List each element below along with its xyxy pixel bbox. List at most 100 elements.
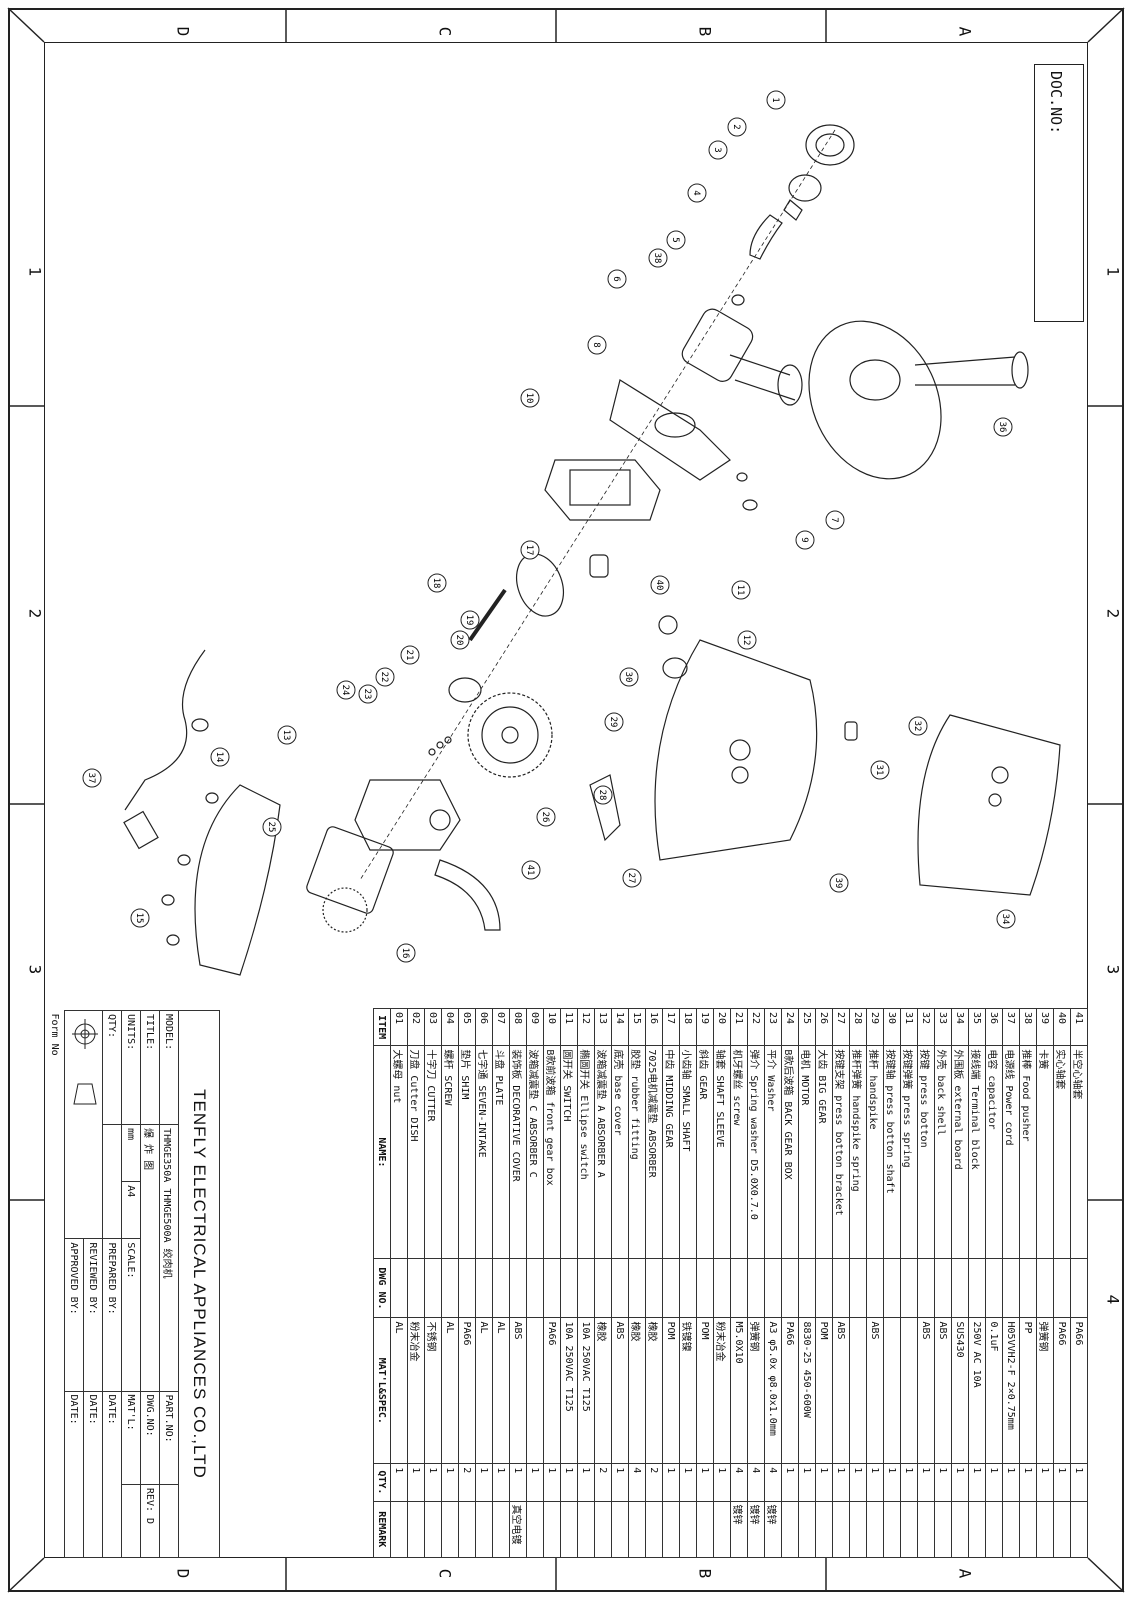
part-plate bbox=[808, 320, 942, 480]
part-big-gear bbox=[467, 692, 553, 778]
bom-dwg bbox=[1019, 1258, 1037, 1318]
bom-dwg bbox=[645, 1258, 663, 1318]
callout-28: 28 bbox=[593, 785, 613, 805]
bom-item: 32 bbox=[917, 1008, 935, 1046]
bom-material: 橡胶 bbox=[628, 1317, 646, 1464]
bom-remark bbox=[900, 1501, 918, 1558]
bom-item: 16 bbox=[645, 1008, 663, 1046]
bom-name: 大齿 BIG GEAR bbox=[815, 1045, 833, 1259]
bom-dwg bbox=[526, 1258, 544, 1318]
bom-dwg bbox=[917, 1258, 935, 1318]
bom-name: 刀盘 Cutter DISH bbox=[407, 1045, 425, 1259]
bom-name: 按键 press botton bbox=[917, 1045, 935, 1259]
callout-39: 39 bbox=[829, 873, 849, 893]
bom-material: ABS bbox=[832, 1317, 850, 1464]
callout-4: 4 bbox=[687, 183, 707, 203]
bom-dwg bbox=[611, 1258, 629, 1318]
bom-name: 推杆弹簧 handspike spring bbox=[849, 1045, 867, 1259]
bom-dwg bbox=[441, 1258, 459, 1318]
bom-dwg bbox=[560, 1258, 578, 1318]
callout-9: 9 bbox=[795, 530, 815, 550]
part-ellipse-switch bbox=[662, 657, 688, 679]
bom-qty: 4 bbox=[730, 1463, 748, 1502]
bom-dwg bbox=[492, 1258, 510, 1318]
bom-remark bbox=[713, 1501, 731, 1558]
bom-remark bbox=[679, 1501, 697, 1558]
prepared-label: PREPARED BY: bbox=[102, 1238, 122, 1392]
bom-item: 07 bbox=[492, 1008, 510, 1046]
model-label: MODEL: bbox=[159, 1010, 179, 1125]
part-food-pusher bbox=[914, 356, 1016, 386]
callout-2: 2 bbox=[727, 117, 747, 137]
part-external-board bbox=[917, 714, 1061, 896]
part-absorber-c bbox=[742, 499, 758, 511]
bom-remark bbox=[611, 1501, 629, 1558]
bom-item: 25 bbox=[798, 1008, 816, 1046]
bom-name: 平介 Washer bbox=[764, 1045, 782, 1259]
sheet-size: A4 bbox=[121, 1181, 141, 1239]
bom-qty: 2 bbox=[594, 1463, 612, 1502]
callout-label: 15 bbox=[134, 913, 144, 924]
bom-header-mat: MAT'L&SPEC. bbox=[373, 1317, 391, 1464]
bom-name: 圆开关 SWITCH bbox=[560, 1045, 578, 1259]
bom-name: 七字通 SEVEN-INTAKE bbox=[475, 1045, 493, 1259]
bom-qty: 1 bbox=[679, 1463, 697, 1502]
part-front-gear-box bbox=[544, 459, 661, 521]
bom-qty: 1 bbox=[696, 1463, 714, 1502]
bom-qty: 1 bbox=[424, 1463, 442, 1502]
callout-label: 25 bbox=[266, 822, 276, 833]
bom-material: M5.0X10 bbox=[730, 1317, 748, 1464]
bom-item: 03 bbox=[424, 1008, 442, 1046]
bom-dwg bbox=[900, 1258, 918, 1318]
callout-label: 36 bbox=[997, 422, 1007, 433]
date-label-2: DATE: bbox=[83, 1391, 103, 1558]
bom-remark bbox=[815, 1501, 833, 1558]
bom-name: 斜齿 GEAR bbox=[696, 1045, 714, 1259]
bom-name: 弹介 Spring washer D5.0X0.7.0 bbox=[747, 1045, 765, 1259]
bom-material: 橡胶 bbox=[645, 1317, 663, 1464]
bom-remark bbox=[1036, 1501, 1054, 1558]
bom-item: 28 bbox=[849, 1008, 867, 1046]
callout-label: 34 bbox=[1000, 914, 1010, 925]
bom-material: 粉末冶金 bbox=[713, 1317, 731, 1464]
callout-label: 10 bbox=[524, 393, 534, 404]
bom-item: 19 bbox=[696, 1008, 714, 1046]
bom-remark bbox=[985, 1501, 1003, 1558]
bom-material: PA66 bbox=[781, 1317, 799, 1464]
bom-item: 40 bbox=[1053, 1008, 1071, 1046]
bom-remark bbox=[560, 1501, 578, 1558]
callout-14: 14 bbox=[210, 747, 230, 767]
bom-remark bbox=[441, 1501, 459, 1558]
callout-label: 7 bbox=[829, 517, 839, 522]
bom-material: 弹簧钢 bbox=[747, 1317, 765, 1464]
bom-name: 外壳 back shell bbox=[934, 1045, 952, 1259]
bom-item: 23 bbox=[764, 1008, 782, 1046]
callout-3: 3 bbox=[708, 140, 728, 160]
callout-13: 13 bbox=[277, 725, 297, 745]
bom-qty: 4 bbox=[628, 1463, 646, 1502]
bom-item: 27 bbox=[832, 1008, 850, 1046]
callout-10: 10 bbox=[520, 388, 540, 408]
bom-material: 10A 250VAC T125 bbox=[560, 1317, 578, 1464]
bom-qty: 1 bbox=[1002, 1463, 1020, 1502]
part-power-cord bbox=[124, 649, 206, 811]
bom-dwg bbox=[985, 1258, 1003, 1318]
bom-remark: 镀锌 bbox=[730, 1501, 748, 1558]
bom-name: 按键弹簧 press spring bbox=[900, 1045, 918, 1259]
callout-label: 37 bbox=[86, 773, 96, 784]
bom-material: 粉末冶金 bbox=[407, 1317, 425, 1464]
bom-dwg bbox=[1002, 1258, 1020, 1318]
callout-41: 41 bbox=[521, 860, 541, 880]
callout-7: 7 bbox=[825, 510, 845, 530]
part-cutter bbox=[783, 199, 803, 221]
callout-label: 21 bbox=[404, 650, 414, 661]
bom-remark bbox=[662, 1501, 680, 1558]
bom-material bbox=[849, 1317, 867, 1464]
